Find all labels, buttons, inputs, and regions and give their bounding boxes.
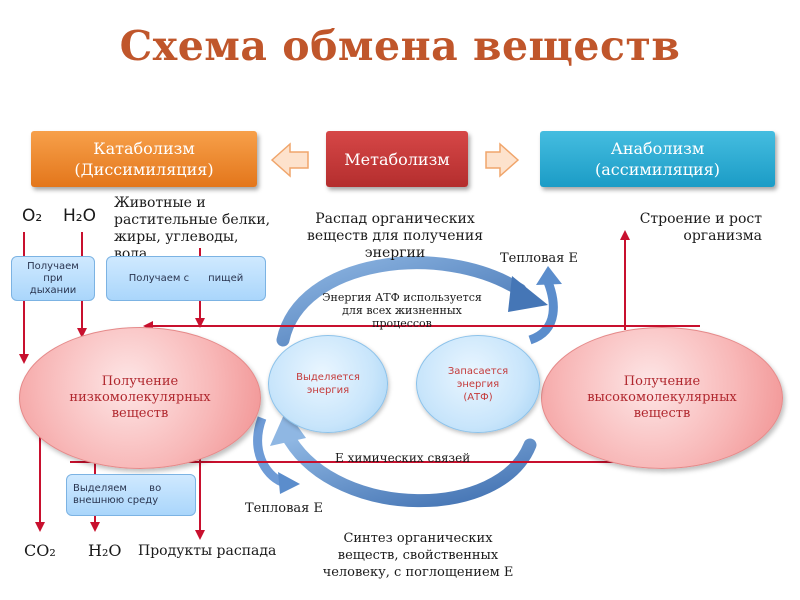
chemical-bonds-label: Е химических связей [335, 451, 471, 465]
co2-label: CO₂ [24, 541, 56, 560]
food-box-label: Получаем с пищей [128, 272, 244, 284]
heat-arrow-bottom-head [278, 472, 300, 494]
heat-arrow-top-head [536, 266, 562, 285]
metabolism-label: Метаболизм [344, 149, 450, 169]
breathing-box-label: Получаем при дыхании [27, 260, 79, 296]
energy-released-label: Выделяется энергия [296, 372, 360, 396]
right-hollow-arrow [485, 142, 520, 178]
growth-label: Строение и рост организма [639, 211, 762, 244]
food-box: Получаем с пищей [106, 256, 266, 301]
energy-stored-label: Запасается энергия (АТФ) [447, 365, 509, 403]
heat-arrow-bottom [253, 416, 285, 487]
h2o-input-label: H₂O [63, 206, 96, 226]
anabolism-label: Анаболизм (ассимиляция) [594, 139, 721, 179]
high-molecular-ellipse: Получение высокомолекулярных веществ [541, 327, 783, 469]
energy-stored-ellipse: Запасается энергия (АТФ) [416, 335, 540, 433]
left-hollow-arrow [270, 142, 309, 178]
blue-arc-bottom [283, 433, 537, 508]
decay-products-label: Продукты распада [138, 543, 277, 559]
low-molecular-label: Получение низкомолекулярных веществ [69, 374, 211, 421]
blue-arc-top-head [508, 276, 548, 312]
page-title: Схема обмена веществ [119, 22, 681, 70]
synthesis-label: Синтез органических веществ, свойственны… [322, 531, 514, 580]
low-molecular-ellipse: Получение низкомолекулярных веществ [19, 327, 261, 469]
metabolism-box: Метаболизм [326, 131, 468, 187]
decomposition-label: Распад органических веществ для получени… [306, 211, 484, 261]
h2o-output-label: H₂O [88, 541, 122, 560]
heat-bottom-label: Тепловая Е [245, 501, 324, 516]
atp-usage-label: Энергия АТФ используется для всех жизнен… [322, 291, 482, 330]
excrete-box: Выделяем во внешнюю среду [66, 474, 196, 516]
breathing-box: Получаем при дыхании [11, 256, 95, 301]
anabolism-box: Анаболизм (ассимиляция) [540, 131, 775, 187]
high-molecular-label: Получение высокомолекулярных веществ [587, 374, 737, 421]
heat-arrow-top [528, 280, 558, 345]
excrete-box-label: Выделяем во внешнюю среду [73, 483, 165, 506]
catabolism-box: Катаболизм (Диссимиляция) [31, 131, 257, 187]
catabolism-label: Катаболизм (Диссимиляция) [74, 139, 214, 179]
blue-arc-top [276, 256, 527, 347]
o2-label: O₂ [22, 206, 43, 226]
food-description: Животные и растительные белки, жиры, угл… [114, 195, 271, 262]
energy-released-ellipse: Выделяется энергия [268, 335, 388, 433]
heat-top-label: Тепловая Е [500, 251, 579, 266]
blue-arc-bottom-head [270, 410, 306, 446]
